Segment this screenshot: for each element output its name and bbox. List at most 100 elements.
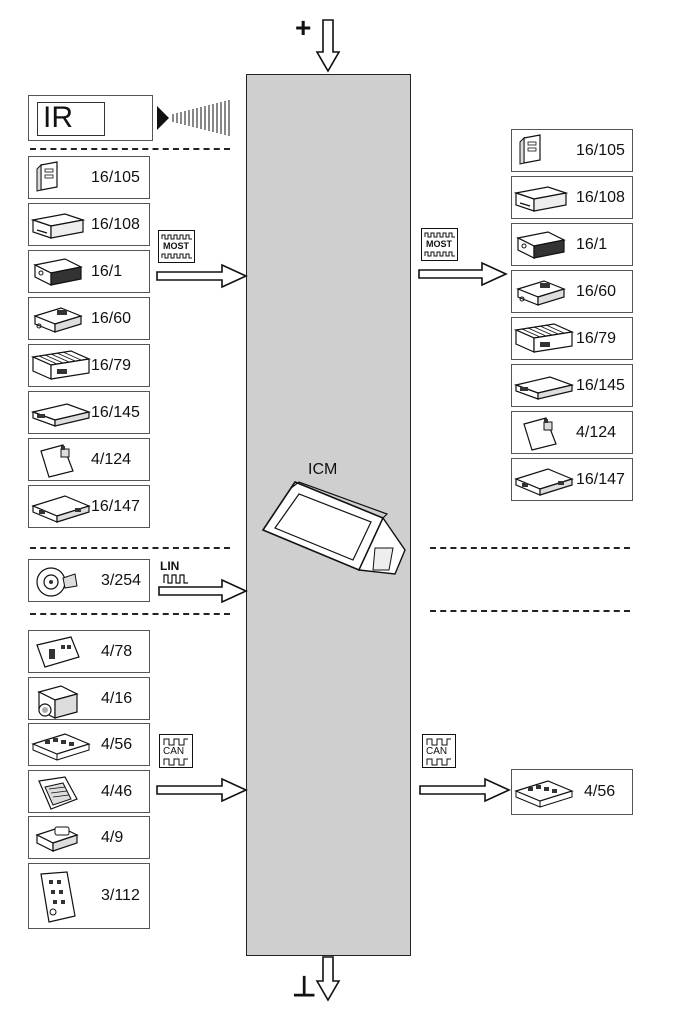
most-label-left: MOST — [163, 241, 189, 251]
most-badge-right: MOST — [421, 228, 458, 261]
tuner-module-icon — [513, 376, 575, 400]
module-id-label: 4/56 — [584, 783, 616, 800]
ir-emitter-icon — [157, 100, 230, 136]
module-id-label: 16/108 — [91, 216, 140, 233]
left-most-module-box: 16/1 — [28, 250, 150, 293]
disc-drive-icon — [513, 186, 569, 212]
left-most-module-box: 16/105 — [28, 156, 150, 199]
can-signal-top-icon — [163, 738, 188, 746]
right-most-module-box: 4/124 — [511, 411, 633, 454]
module-id-label: 16/60 — [91, 310, 132, 327]
right-most-module-box: 16/147 — [511, 458, 633, 501]
can-arrow-left-to-icm-icon — [156, 777, 248, 803]
amplifier-finned-icon — [513, 323, 575, 353]
left-most-module-box: 16/60 — [28, 297, 150, 340]
ir-inner-frame — [37, 102, 105, 136]
left-most-module-box: 4/124 — [28, 438, 150, 481]
left-can-module-box: 4/16 — [28, 677, 150, 720]
most-signal-top-icon — [424, 232, 455, 238]
can-label-right: CAN — [426, 746, 448, 757]
ir-label: IR — [43, 101, 73, 134]
left-can-module-box: 3/112 — [28, 863, 150, 929]
board-module-icon — [514, 468, 574, 496]
can-badge-left: CAN — [159, 734, 193, 768]
radio-module-icon — [516, 231, 566, 259]
can-label-left: CAN — [163, 746, 185, 757]
module-id-label: 16/147 — [91, 498, 140, 515]
module-id-label: 3/112 — [101, 887, 140, 904]
module-id-label: 16/1 — [91, 263, 123, 280]
can-badge-right: CAN — [422, 734, 456, 768]
pcb-module-icon — [31, 733, 91, 761]
most-arrow-icm-to-right-icon — [418, 261, 508, 287]
fuse-box-icon — [40, 871, 76, 923]
most-arrow-left-to-icm-icon — [156, 263, 248, 289]
left-can-module-box: 4/9 — [28, 816, 150, 859]
steering-switch-icon — [36, 567, 78, 597]
ecu-module-icon — [516, 280, 566, 306]
can-arrow-icm-to-right-icon — [419, 777, 511, 803]
module-id-label: 3/254 — [101, 572, 142, 589]
plus-label: + — [295, 12, 312, 43]
module-id-label: 16/79 — [91, 357, 132, 374]
disc-drive-icon — [30, 213, 86, 239]
right-most-module-box: 16/105 — [511, 129, 633, 172]
right-most-module-box: 16/60 — [511, 270, 633, 313]
ir-box: IR — [28, 95, 153, 141]
tuner-module-icon — [30, 403, 92, 427]
module-id-label: 16/105 — [576, 142, 625, 159]
most-signal-bottom-icon — [161, 253, 192, 259]
module-id-label: 16/79 — [576, 330, 617, 347]
left-most-module-box: 16/147 — [28, 485, 150, 528]
right-most-module-box: 16/108 — [511, 176, 633, 219]
separator-right-1 — [430, 547, 630, 549]
amplifier-vertical-icon — [519, 134, 541, 165]
display-unit-icon — [523, 417, 557, 451]
lin-signal-icon — [163, 574, 188, 584]
module-id-label: 16/108 — [576, 189, 625, 206]
control-panel-icon — [36, 636, 80, 668]
module-id-label: 16/105 — [91, 169, 140, 186]
module-id-label: 16/145 — [91, 404, 140, 421]
control-unit-icon — [38, 776, 78, 810]
board-module-icon — [31, 495, 91, 523]
separator-left-1 — [30, 148, 230, 150]
left-most-module-box: 16/79 — [28, 344, 150, 387]
left-most-module-box: 16/108 — [28, 203, 150, 246]
ground-arrow-out-icon — [315, 956, 341, 1002]
right-can-module-box: 4/56 — [511, 769, 633, 815]
module-id-label: 16/60 — [576, 283, 617, 300]
module-id-label: 4/46 — [101, 783, 133, 800]
most-signal-bottom-icon — [424, 251, 455, 257]
module-id-label: 4/124 — [576, 424, 617, 441]
most-signal-top-icon — [161, 234, 192, 240]
supply-arrow-in-icon — [315, 19, 341, 73]
left-lin-module-box: 3/254 — [28, 559, 150, 602]
right-most-module-box: 16/1 — [511, 223, 633, 266]
module-id-label: 16/1 — [576, 236, 608, 253]
module-id-label: 16/145 — [576, 377, 625, 394]
module-id-label: 4/16 — [101, 690, 133, 707]
can-signal-top-icon — [426, 738, 451, 746]
amplifier-vertical-icon — [36, 161, 58, 192]
radio-module-icon — [33, 258, 83, 286]
left-can-module-box: 4/46 — [28, 770, 150, 813]
module-id-label: 4/9 — [101, 829, 124, 846]
right-most-module-box: 16/79 — [511, 317, 633, 360]
lin-label: LIN — [160, 559, 180, 573]
module-id-label: 4/78 — [101, 643, 133, 660]
sensor-module-icon — [35, 826, 79, 852]
module-id-label: 4/124 — [91, 451, 132, 468]
most-badge-left: MOST — [158, 230, 195, 263]
module-id-label: 16/147 — [576, 471, 625, 488]
separator-left-3 — [30, 613, 230, 615]
ground-label: ⊥ — [292, 971, 317, 1002]
camera-module-icon — [37, 685, 79, 719]
pcb-module-icon — [514, 780, 574, 808]
left-can-module-box: 4/78 — [28, 630, 150, 673]
lin-arrow-to-icm-icon — [158, 578, 248, 604]
can-signal-bottom-icon — [426, 758, 451, 766]
icm-display-icon — [261, 481, 406, 575]
display-unit-icon — [40, 444, 74, 478]
most-label-right: MOST — [426, 239, 452, 249]
